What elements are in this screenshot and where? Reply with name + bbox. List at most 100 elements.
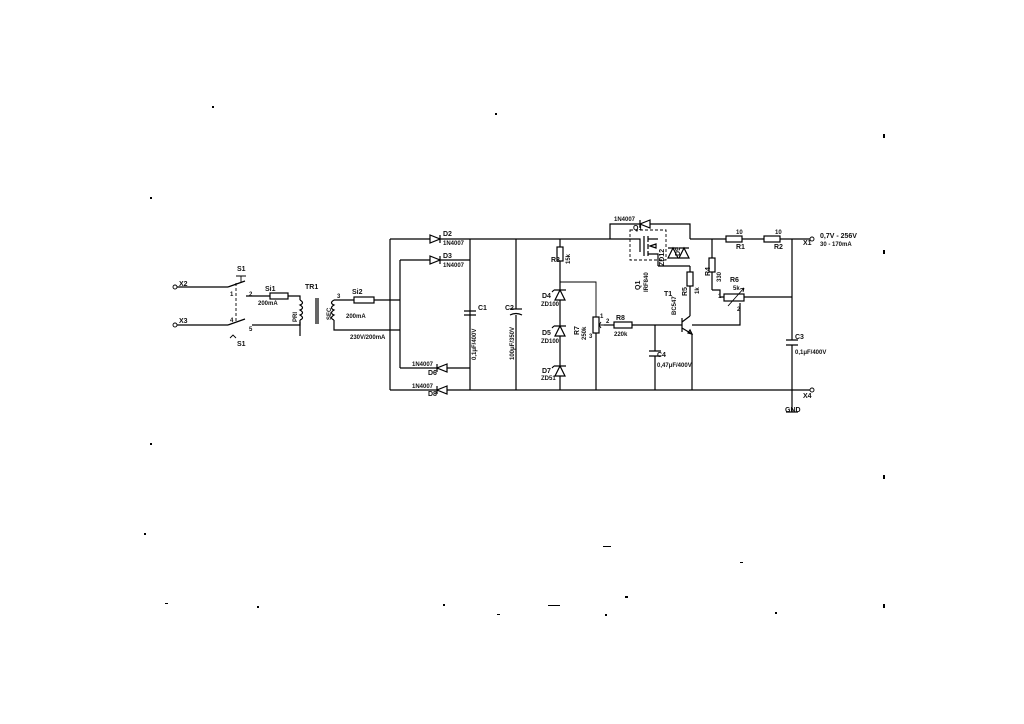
resistor-r3-label: R3 bbox=[551, 257, 560, 264]
main-bus bbox=[469, 238, 792, 391]
diode-d6-label: D6 bbox=[428, 370, 437, 377]
secondary-rating-note: 230V/200mA bbox=[350, 335, 386, 341]
diode-d3-label: D3 bbox=[443, 253, 452, 260]
zener-d4-label: D4 bbox=[542, 293, 551, 300]
rectifier-bridge: D2 1N4007 D3 1N4007 1N4007 D6 1N4007 D8 bbox=[389, 231, 470, 398]
resistor-r3-value: 15k bbox=[566, 253, 572, 264]
potentiometer-r6-value: 5k bbox=[733, 286, 740, 292]
transformer-tr1-label: TR1 bbox=[305, 284, 318, 291]
capacitor-c4-label: C4 bbox=[657, 352, 666, 359]
diode-d3-part: 1N4007 bbox=[443, 263, 465, 269]
diode-d2-part: 1N4007 bbox=[443, 241, 465, 247]
resistor-r8-label: R8 bbox=[616, 315, 625, 322]
potentiometer-r6-pin2: 2 bbox=[737, 307, 741, 313]
zener-d4-part: ZD100 bbox=[541, 302, 560, 308]
output-current-range: 30 - 170mA bbox=[820, 242, 852, 248]
terminal-x4-label: X4 bbox=[803, 393, 812, 400]
switch-pin-2: 2 bbox=[249, 292, 253, 298]
fuse-si2-label: Si2 bbox=[352, 289, 363, 296]
terminal-x2-label: X2 bbox=[179, 281, 188, 288]
resistor-r1-label: R1 bbox=[736, 244, 745, 251]
potentiometer-r7-label: R7 bbox=[574, 326, 581, 335]
potentiometer-r7-value: 250k bbox=[582, 326, 588, 340]
input-section: X2 X3 S1 1 2 4 5 S1 Si1 200mA bbox=[172, 266, 400, 348]
capacitor-c4: C4 0,47μF/400V bbox=[649, 325, 692, 390]
transistor-t1-part: BC547 bbox=[672, 296, 678, 315]
resistor-r2-label: R2 bbox=[774, 244, 783, 251]
resistor-r8: R8 220k bbox=[604, 315, 682, 338]
terminal-x3-label: X3 bbox=[179, 318, 188, 325]
scan-specks bbox=[144, 106, 885, 616]
switch-pin-5: 5 bbox=[249, 327, 253, 333]
switch-s1-label-bottom: S1 bbox=[237, 341, 246, 348]
switch-s1-label-top: S1 bbox=[237, 266, 246, 273]
zener-d5-label: D5 bbox=[542, 330, 551, 337]
potentiometer-r7-pin1: 1 bbox=[600, 314, 604, 320]
capacitor-c2-label: C2 bbox=[505, 305, 514, 312]
diode-d2-label: D2 bbox=[443, 231, 452, 238]
diode-d6-part: 1N4007 bbox=[412, 362, 434, 368]
capacitor-c4-value: 0,47μF/400V bbox=[657, 363, 692, 369]
fuse-si1-label: Si1 bbox=[265, 286, 276, 293]
fuse-si2: Si2 200mA 230V/200mA bbox=[334, 289, 400, 341]
zener-reference-chain: R3 15k D4 ZD100 D5 ZD100 D7 ZD51 bbox=[541, 239, 597, 390]
output-line: 10 R1 10 R2 X1 0,7V - 256V 30 - 170mA bbox=[690, 230, 857, 251]
diode-top-part: 1N4007 bbox=[614, 217, 636, 223]
resistor-r4-label: R4 bbox=[705, 267, 712, 276]
capacitor-c2-value: 100μF/350V bbox=[510, 327, 516, 360]
fuse-si1: Si1 200mA bbox=[246, 286, 301, 307]
mosfet-q1-top-label: Q1 bbox=[633, 225, 642, 232]
capacitor-c3-value: 0,1μF/400V bbox=[795, 350, 826, 356]
transformer-primary-label: PRI bbox=[293, 312, 299, 322]
zener-zd12-label: ZD12 bbox=[659, 249, 666, 266]
diode-d8-part: 1N4007 bbox=[412, 384, 434, 390]
capacitor-c1-label: C1 bbox=[478, 305, 487, 312]
resistor-r1-value: 10 bbox=[736, 230, 743, 236]
resistor-r5 bbox=[686, 271, 694, 287]
terminal-x1 bbox=[809, 236, 815, 242]
zener-d7-part: ZD51 bbox=[541, 376, 556, 382]
terminal-x3 bbox=[172, 322, 178, 328]
potentiometer-r7-pin2: 2 bbox=[606, 319, 610, 325]
potentiometer-r6-pin1: 1 bbox=[718, 294, 722, 300]
transformer-tr1: TR1 PRI SEC 3 bbox=[293, 284, 341, 336]
resistor-r2-value: 10 bbox=[775, 230, 782, 236]
potentiometer-r7: R7 250k 1 3 2 bbox=[574, 314, 610, 390]
transistor-t1-label: T1 bbox=[664, 291, 672, 298]
capacitor-c1: C1 0,1μF/400V bbox=[464, 305, 487, 360]
mosfet-q1-block: 1N4007 Q1 Q1 IRF840 ZD12 D9 bbox=[609, 217, 691, 292]
ground-label: GND bbox=[785, 407, 801, 414]
zener-d5-part: ZD100 bbox=[541, 339, 560, 345]
transformer-secondary-label: SEC bbox=[327, 307, 333, 320]
mosfet-q1-part: IRF840 bbox=[644, 272, 650, 292]
regulator-control: R4 330 R5 1k T1 BC547 R6 5k 1 2 bbox=[664, 239, 792, 390]
fuse-si2-rating: 200mA bbox=[346, 314, 366, 320]
output-voltage-range: 0,7V - 256V bbox=[820, 233, 857, 240]
capacitor-c2: C2 100μF/350V bbox=[505, 239, 523, 390]
terminal-x4 bbox=[809, 387, 815, 393]
mosfet-q1-label: Q1 bbox=[635, 281, 642, 290]
switch-pin-1: 1 bbox=[230, 292, 234, 298]
potentiometer-r6 bbox=[723, 293, 745, 302]
zener-d7-label: D7 bbox=[542, 368, 551, 375]
terminal-x2 bbox=[172, 284, 178, 290]
fuse-si1-rating: 200mA bbox=[258, 301, 278, 307]
capacitor-c1-value: 0,1μF/400V bbox=[472, 329, 478, 360]
resistor-r2 bbox=[763, 235, 781, 243]
output-filter: C3 0,1μF/400V X4 GND bbox=[785, 239, 826, 414]
diode-d8-label: D8 bbox=[428, 391, 437, 398]
resistor-r4-value: 330 bbox=[717, 271, 723, 282]
transformer-pin-3: 3 bbox=[337, 294, 341, 300]
terminal-x1-label: X1 bbox=[803, 240, 812, 247]
resistor-r1 bbox=[725, 235, 743, 243]
switch-pin-4: 4 bbox=[230, 318, 234, 324]
diode-d9-label: D9 bbox=[675, 247, 682, 256]
resistor-r8-value: 220k bbox=[614, 332, 628, 338]
switch-s1: S1 1 2 4 5 S1 bbox=[227, 266, 253, 348]
potentiometer-r6-label: R6 bbox=[730, 277, 739, 284]
resistor-r5-value: 1k bbox=[695, 287, 701, 294]
potentiometer-r7-pin3: 3 bbox=[589, 334, 593, 340]
capacitor-c3-label: C3 bbox=[795, 334, 804, 341]
